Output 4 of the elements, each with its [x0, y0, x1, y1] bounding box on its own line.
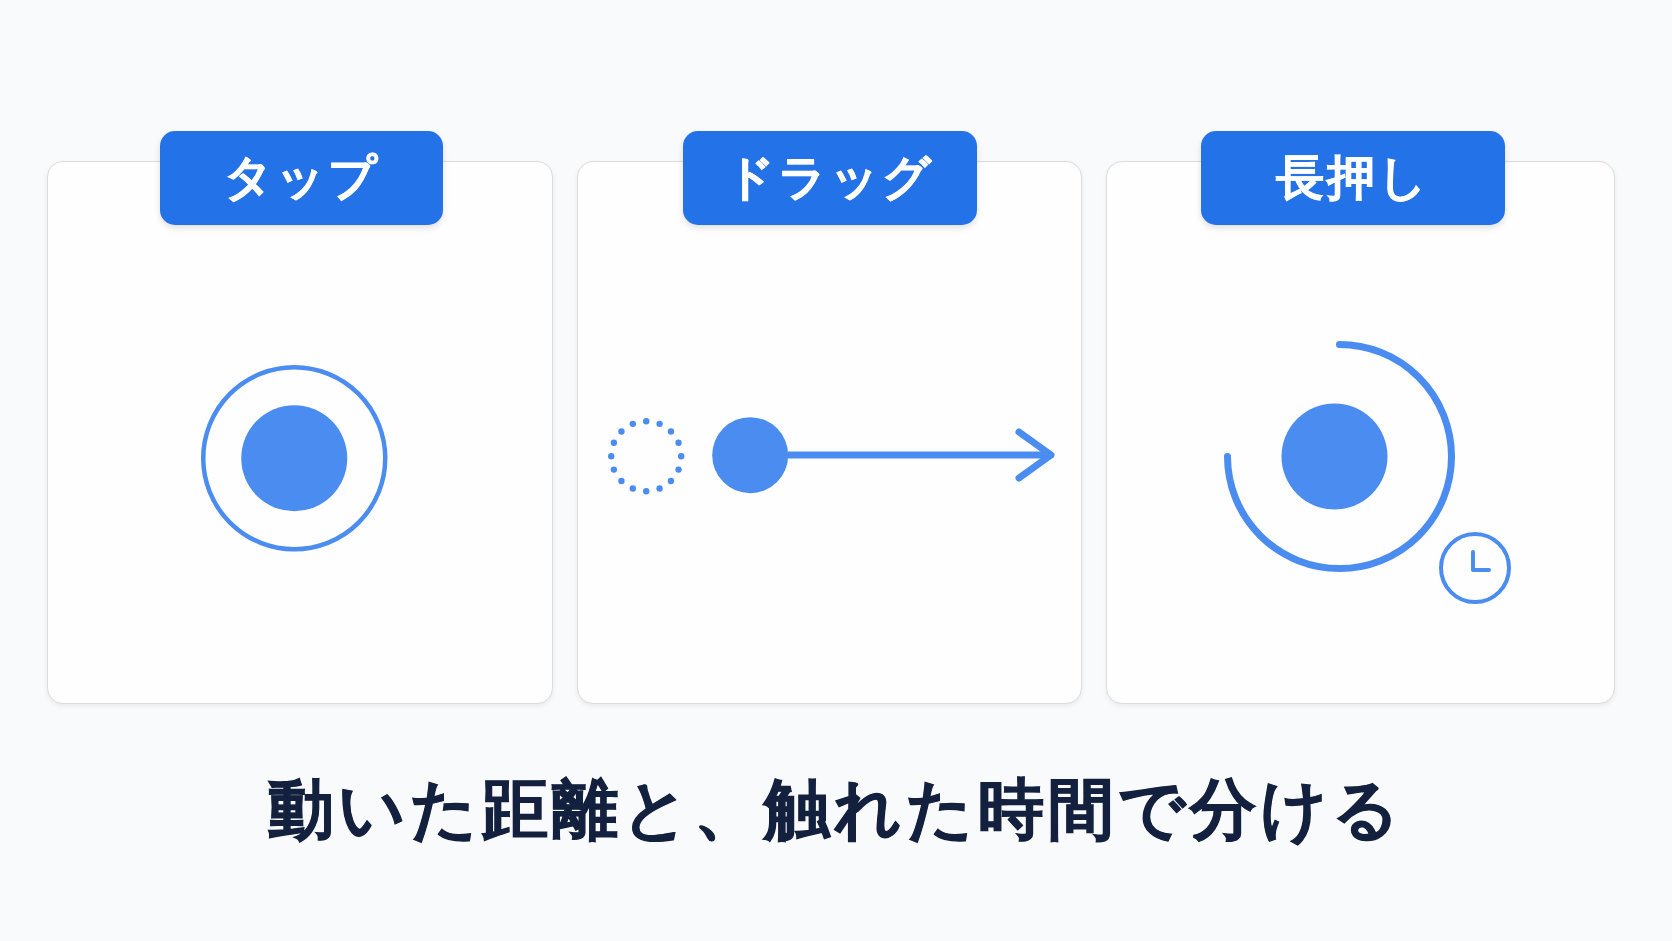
header-tab: ドラッグ — [683, 131, 977, 225]
caption: 動いた距離と、触れた時間で分ける — [268, 770, 1404, 850]
header-tab: タップ — [160, 131, 443, 225]
header-tab: 長押し — [1201, 131, 1505, 225]
